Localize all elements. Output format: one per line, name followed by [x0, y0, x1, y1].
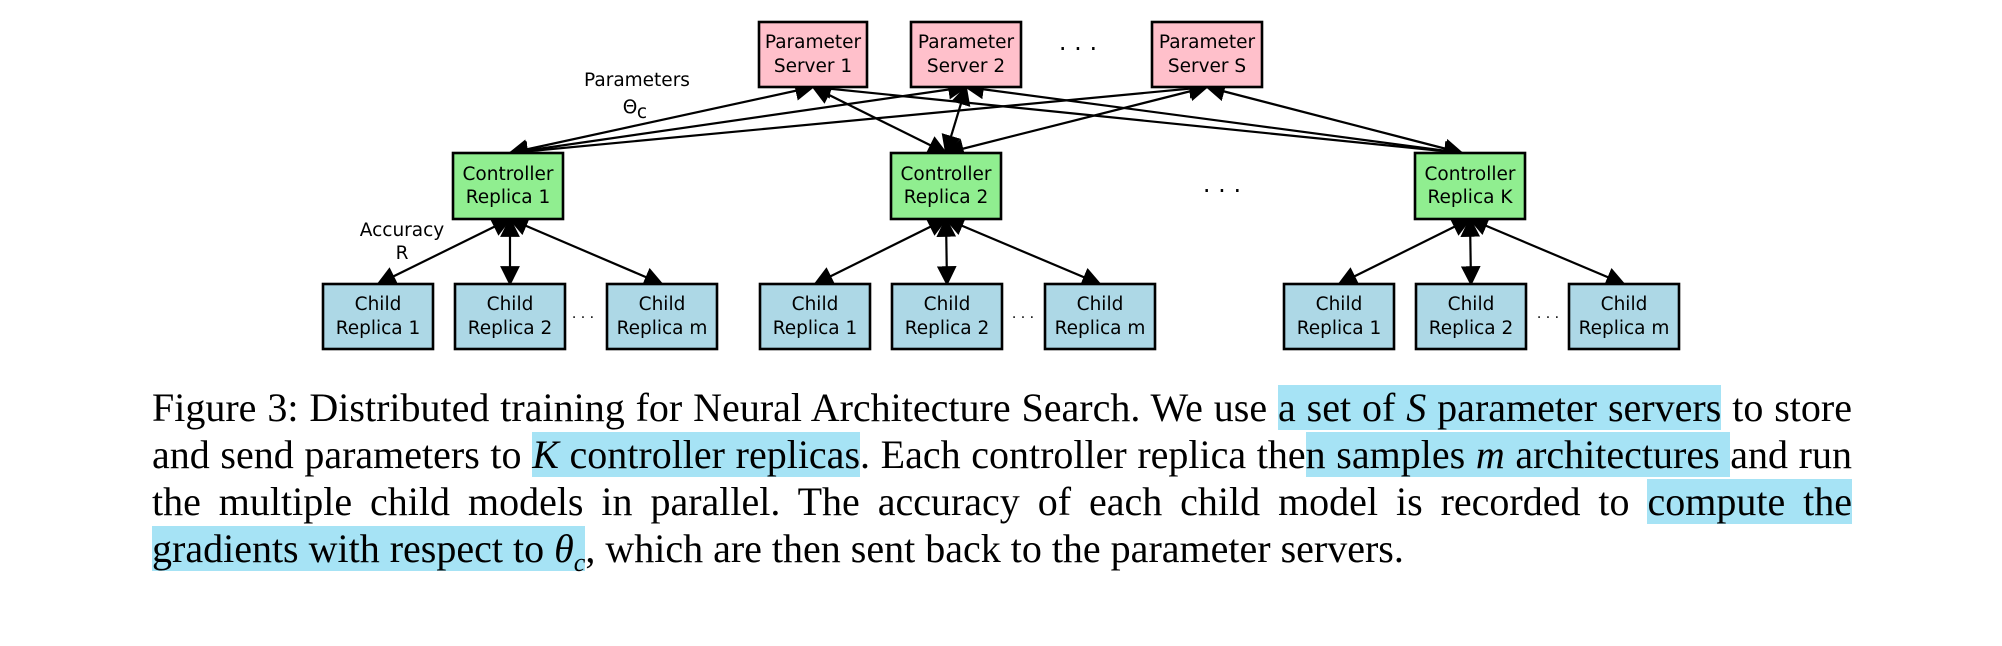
parameter-server-s-line2: Server S	[1168, 56, 1246, 77]
diagram-text: Child	[1077, 294, 1124, 315]
caption-highlight-3: n samples m architectures	[1305, 432, 1731, 477]
caption-var-k: K	[532, 432, 559, 477]
parameter-server-1-line2: Server 1	[774, 56, 852, 77]
figure-caption: Figure 3: Distributed training for Neura…	[152, 384, 1853, 576]
caption-segment-4: and run the multiple child models in par…	[152, 432, 1853, 524]
parameter-server-1-line1: Parameter	[765, 32, 862, 53]
controller-replica-1-line2: Replica 1	[466, 187, 551, 208]
edge-controller-2-child-2	[936, 217, 957, 286]
caption-segment-3: . Each controller replica the	[860, 432, 1306, 477]
caption-prefix: Figure 3: Distributed training for Neura…	[152, 385, 1278, 430]
edge-controller-1-child-1	[376, 217, 512, 286]
edge-controller-3-child-1	[1337, 218, 1472, 285]
parameter-server-s-line1: Parameter	[1159, 32, 1256, 53]
caption-var-theta: θ	[554, 526, 574, 571]
edge-controller-1-server-1	[508, 81, 815, 159]
controller-replica-1-line1: Controller	[462, 164, 553, 185]
parameter-server-s: Parameter Server S	[1150, 20, 1264, 89]
accuracy-variable: R	[396, 243, 409, 264]
diagram-text: Child	[355, 294, 402, 315]
edge-controller-2-child-1	[813, 218, 948, 285]
parameter-server-ellipsis: · · ·	[1059, 35, 1097, 63]
diagram-text: Replica 1	[773, 318, 858, 339]
diagram-text: n samples	[1305, 432, 1476, 477]
edge-controller-1-child-3	[508, 216, 664, 287]
diagram-text: Child	[1316, 294, 1363, 315]
child-replica: Child Replica 1	[1282, 282, 1396, 351]
controller-replica-2: Controller Replica 2	[889, 151, 1003, 221]
diagram-text: architectures	[1504, 432, 1731, 477]
diagram-text: compute the gradients with respect to	[152, 479, 1852, 571]
caption-highlight-1: a set of S parameter servers	[1278, 385, 1722, 430]
diagram-text: Replica m	[1055, 318, 1146, 339]
child-replica: Child Replica 1	[321, 282, 435, 351]
diagram-text: Replica 1	[336, 318, 421, 339]
edge-controller-1-server-3	[508, 78, 1209, 162]
parameters-label: Parameters	[584, 70, 690, 91]
edge-controller-3-server-3	[1205, 81, 1464, 159]
child-replica: Child Replica 2	[453, 282, 567, 351]
controller-replica-k-line1: Controller	[1424, 164, 1515, 185]
distributed-training-diagram: Parameter Server 1 Parameter Server 2 · …	[321, 20, 1681, 351]
theta-subscript: c	[637, 102, 647, 123]
diagram-text: a set of	[1278, 385, 1407, 430]
diagram-text: Child	[1601, 294, 1648, 315]
caption-var-s: S	[1406, 385, 1427, 430]
edge-controller-1-server-2	[508, 79, 968, 161]
diagram-text: Child	[924, 294, 971, 315]
child-ellipsis: · · ·	[1537, 310, 1559, 326]
caption-highlight-2: K controller replicas	[532, 432, 861, 477]
diagram-text: Child	[487, 294, 534, 315]
child-group-2: Child Replica 1 Child Replica 2 · · · Ch…	[758, 282, 1157, 351]
child-replica: Child Replica 1	[758, 282, 872, 351]
controller-replica-2-line2: Replica 2	[904, 187, 989, 208]
controller-replica-k-line2: Replica K	[1428, 187, 1514, 208]
controller-replica-2-line1: Controller	[900, 164, 991, 185]
child-ellipsis: · · ·	[1012, 310, 1034, 326]
edge-controller-2-child-3	[944, 216, 1102, 287]
edge-controller-3-child-2	[1460, 217, 1481, 286]
diagram-text: Child	[639, 294, 686, 315]
controller-replica-1: Controller Replica 1	[451, 151, 565, 221]
edge-controller-2-server-2	[941, 85, 971, 155]
child-replica: Child Replica m	[1043, 282, 1157, 351]
child-group-1: Child Replica 1 Child Replica 2 · · · Ch…	[321, 282, 719, 351]
caption-segment-5: , which are then sent back to the parame…	[585, 526, 1404, 571]
controller-ellipsis: · · ·	[1203, 177, 1241, 205]
parameter-server-2-line2: Server 2	[927, 56, 1005, 77]
diagram-text: Child	[792, 294, 839, 315]
diagram-text: Replica 2	[1429, 318, 1514, 339]
edge-controller-3-child-3	[1468, 216, 1626, 287]
parameter-server-1: Parameter Server 1	[757, 20, 869, 89]
caption-var-theta-sub: c	[573, 548, 586, 577]
diagram-text: parameter servers	[1426, 385, 1722, 430]
parameter-server-2: Parameter Server 2	[909, 20, 1023, 89]
child-replica: Child Replica 2	[1414, 282, 1528, 351]
child-ellipsis: · · ·	[572, 310, 594, 326]
theta-label: Θ	[623, 97, 638, 118]
child-replica: Child Replica m	[605, 282, 719, 351]
edge-controller-2-server-1	[811, 86, 948, 154]
accuracy-label: Accuracy	[360, 220, 445, 241]
diagram-text: Replica 2	[905, 318, 990, 339]
caption-segment-2: to store and send parameters to	[152, 385, 1852, 477]
controller-replica-k: Controller Replica K	[1413, 151, 1527, 221]
edge-controller-2-server-3	[944, 81, 1209, 159]
diagram-text: Replica m	[1579, 318, 1670, 339]
child-replica: Child Replica 2	[890, 282, 1004, 351]
parameter-server-2-line1: Parameter	[918, 32, 1015, 53]
diagram-text: Replica 1	[1297, 318, 1382, 339]
edge-controller-3-server-1	[811, 78, 1464, 162]
diagram-edges	[376, 78, 1626, 287]
diagram-text: controller replicas	[558, 432, 861, 477]
diagram-text: Child	[1448, 294, 1495, 315]
child-group-3: Child Replica 1 Child Replica 2 · · · Ch…	[1282, 282, 1681, 351]
edge-controller-3-server-2	[964, 79, 1464, 161]
child-replica: Child Replica m	[1567, 282, 1681, 351]
diagram-text: Replica m	[617, 318, 708, 339]
caption-var-m: m	[1475, 432, 1505, 477]
diagram-text: Replica 2	[468, 318, 553, 339]
